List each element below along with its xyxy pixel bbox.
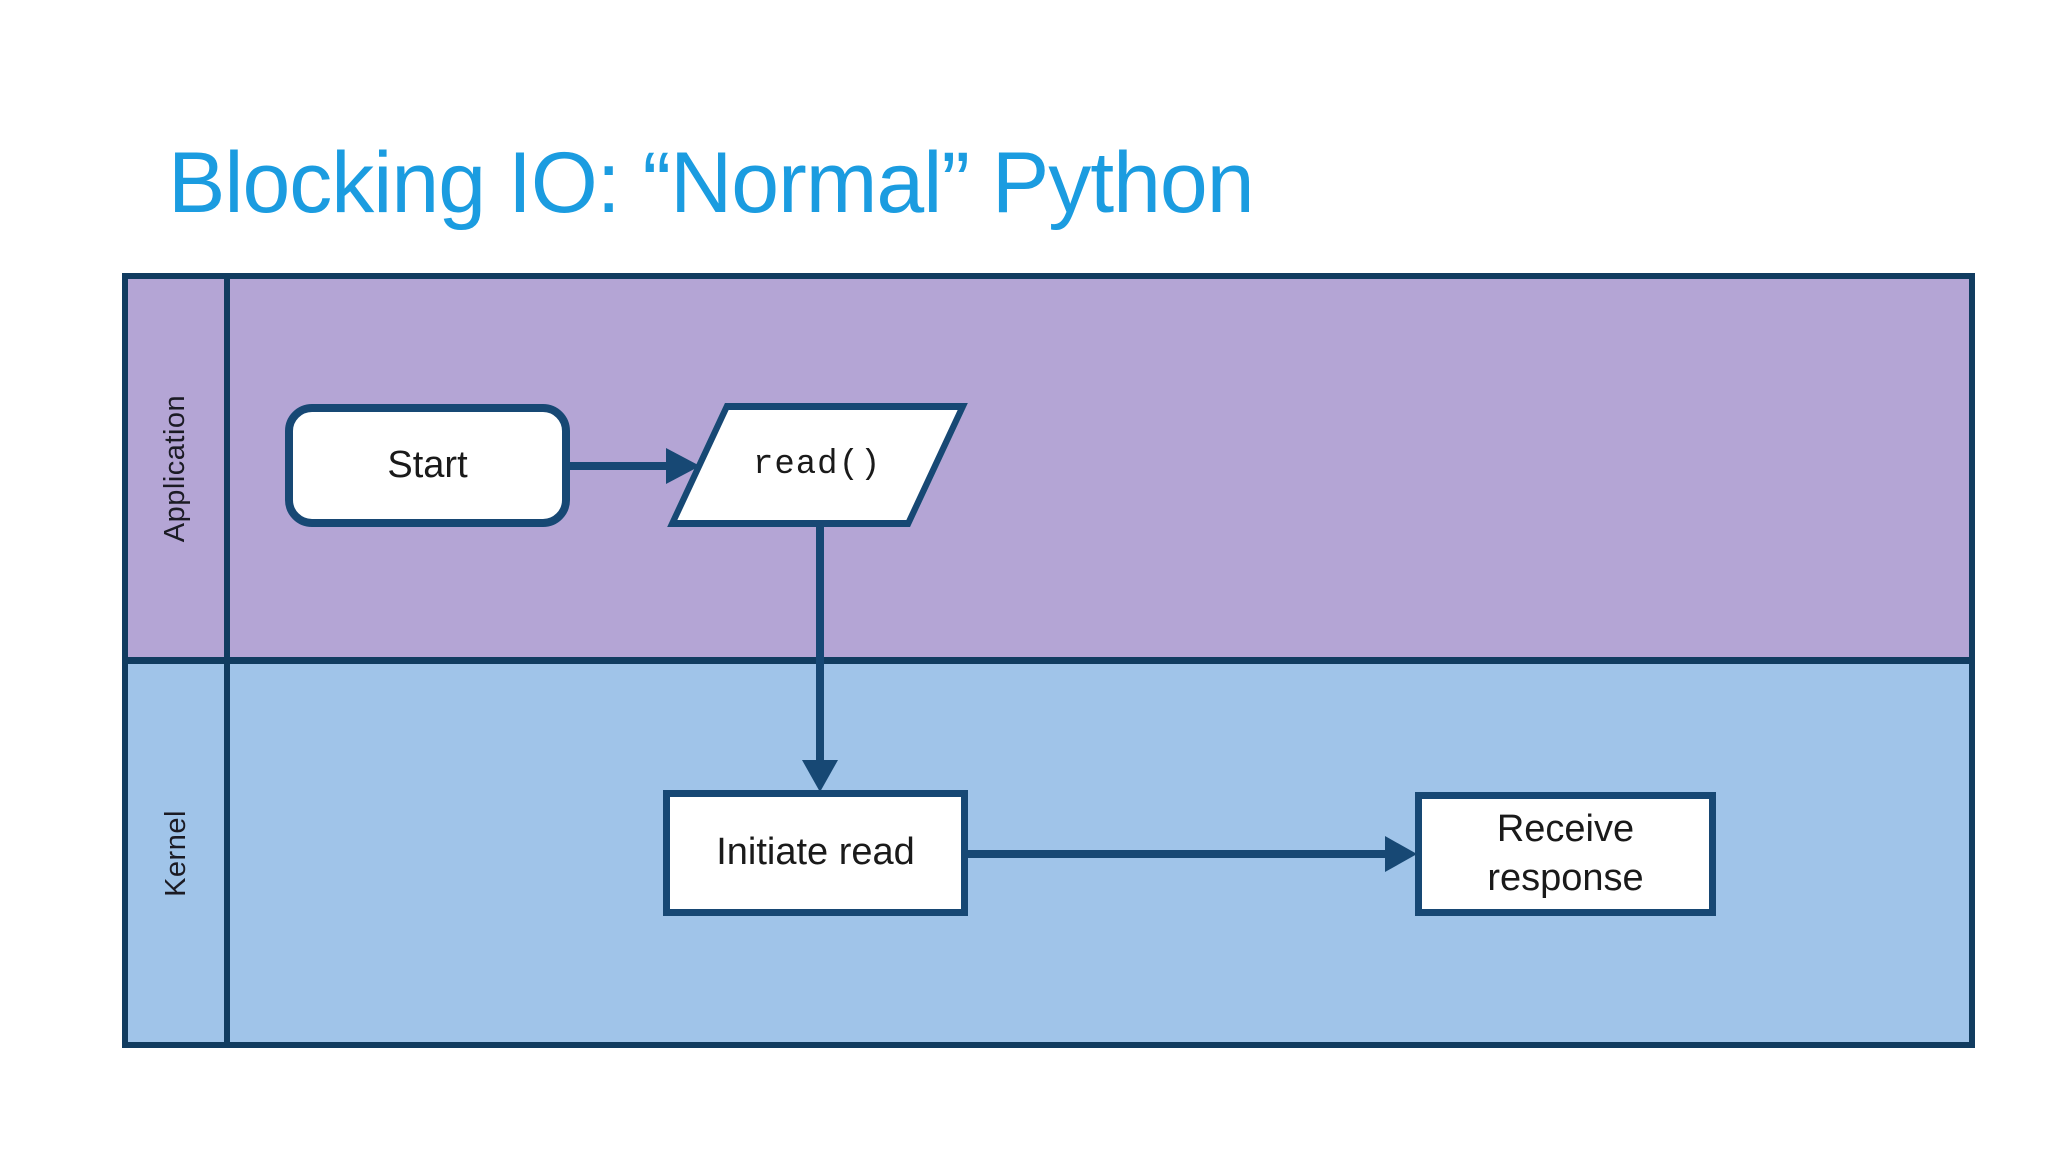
node-start-label: Start <box>387 443 468 486</box>
lane-kernel-label-cell: Kernel <box>128 664 230 1042</box>
node-start: Start <box>285 404 570 527</box>
node-initiate-read: Initiate read <box>663 790 968 916</box>
node-initiate-read-label: Initiate read <box>716 831 915 874</box>
lane-kernel-label: Kernel <box>159 809 192 897</box>
node-receive-response-label: Receive response <box>1487 807 1644 899</box>
lane-application-label-cell: Application <box>128 279 230 657</box>
node-read-label: read() <box>753 445 882 484</box>
lane-application-label: Application <box>159 394 192 542</box>
node-receive-response: Receive response <box>1415 792 1716 916</box>
swimlane-diagram: Application Kernel <box>122 273 1975 1048</box>
slide-title: Blocking IO: “Normal” Python <box>168 135 1255 231</box>
